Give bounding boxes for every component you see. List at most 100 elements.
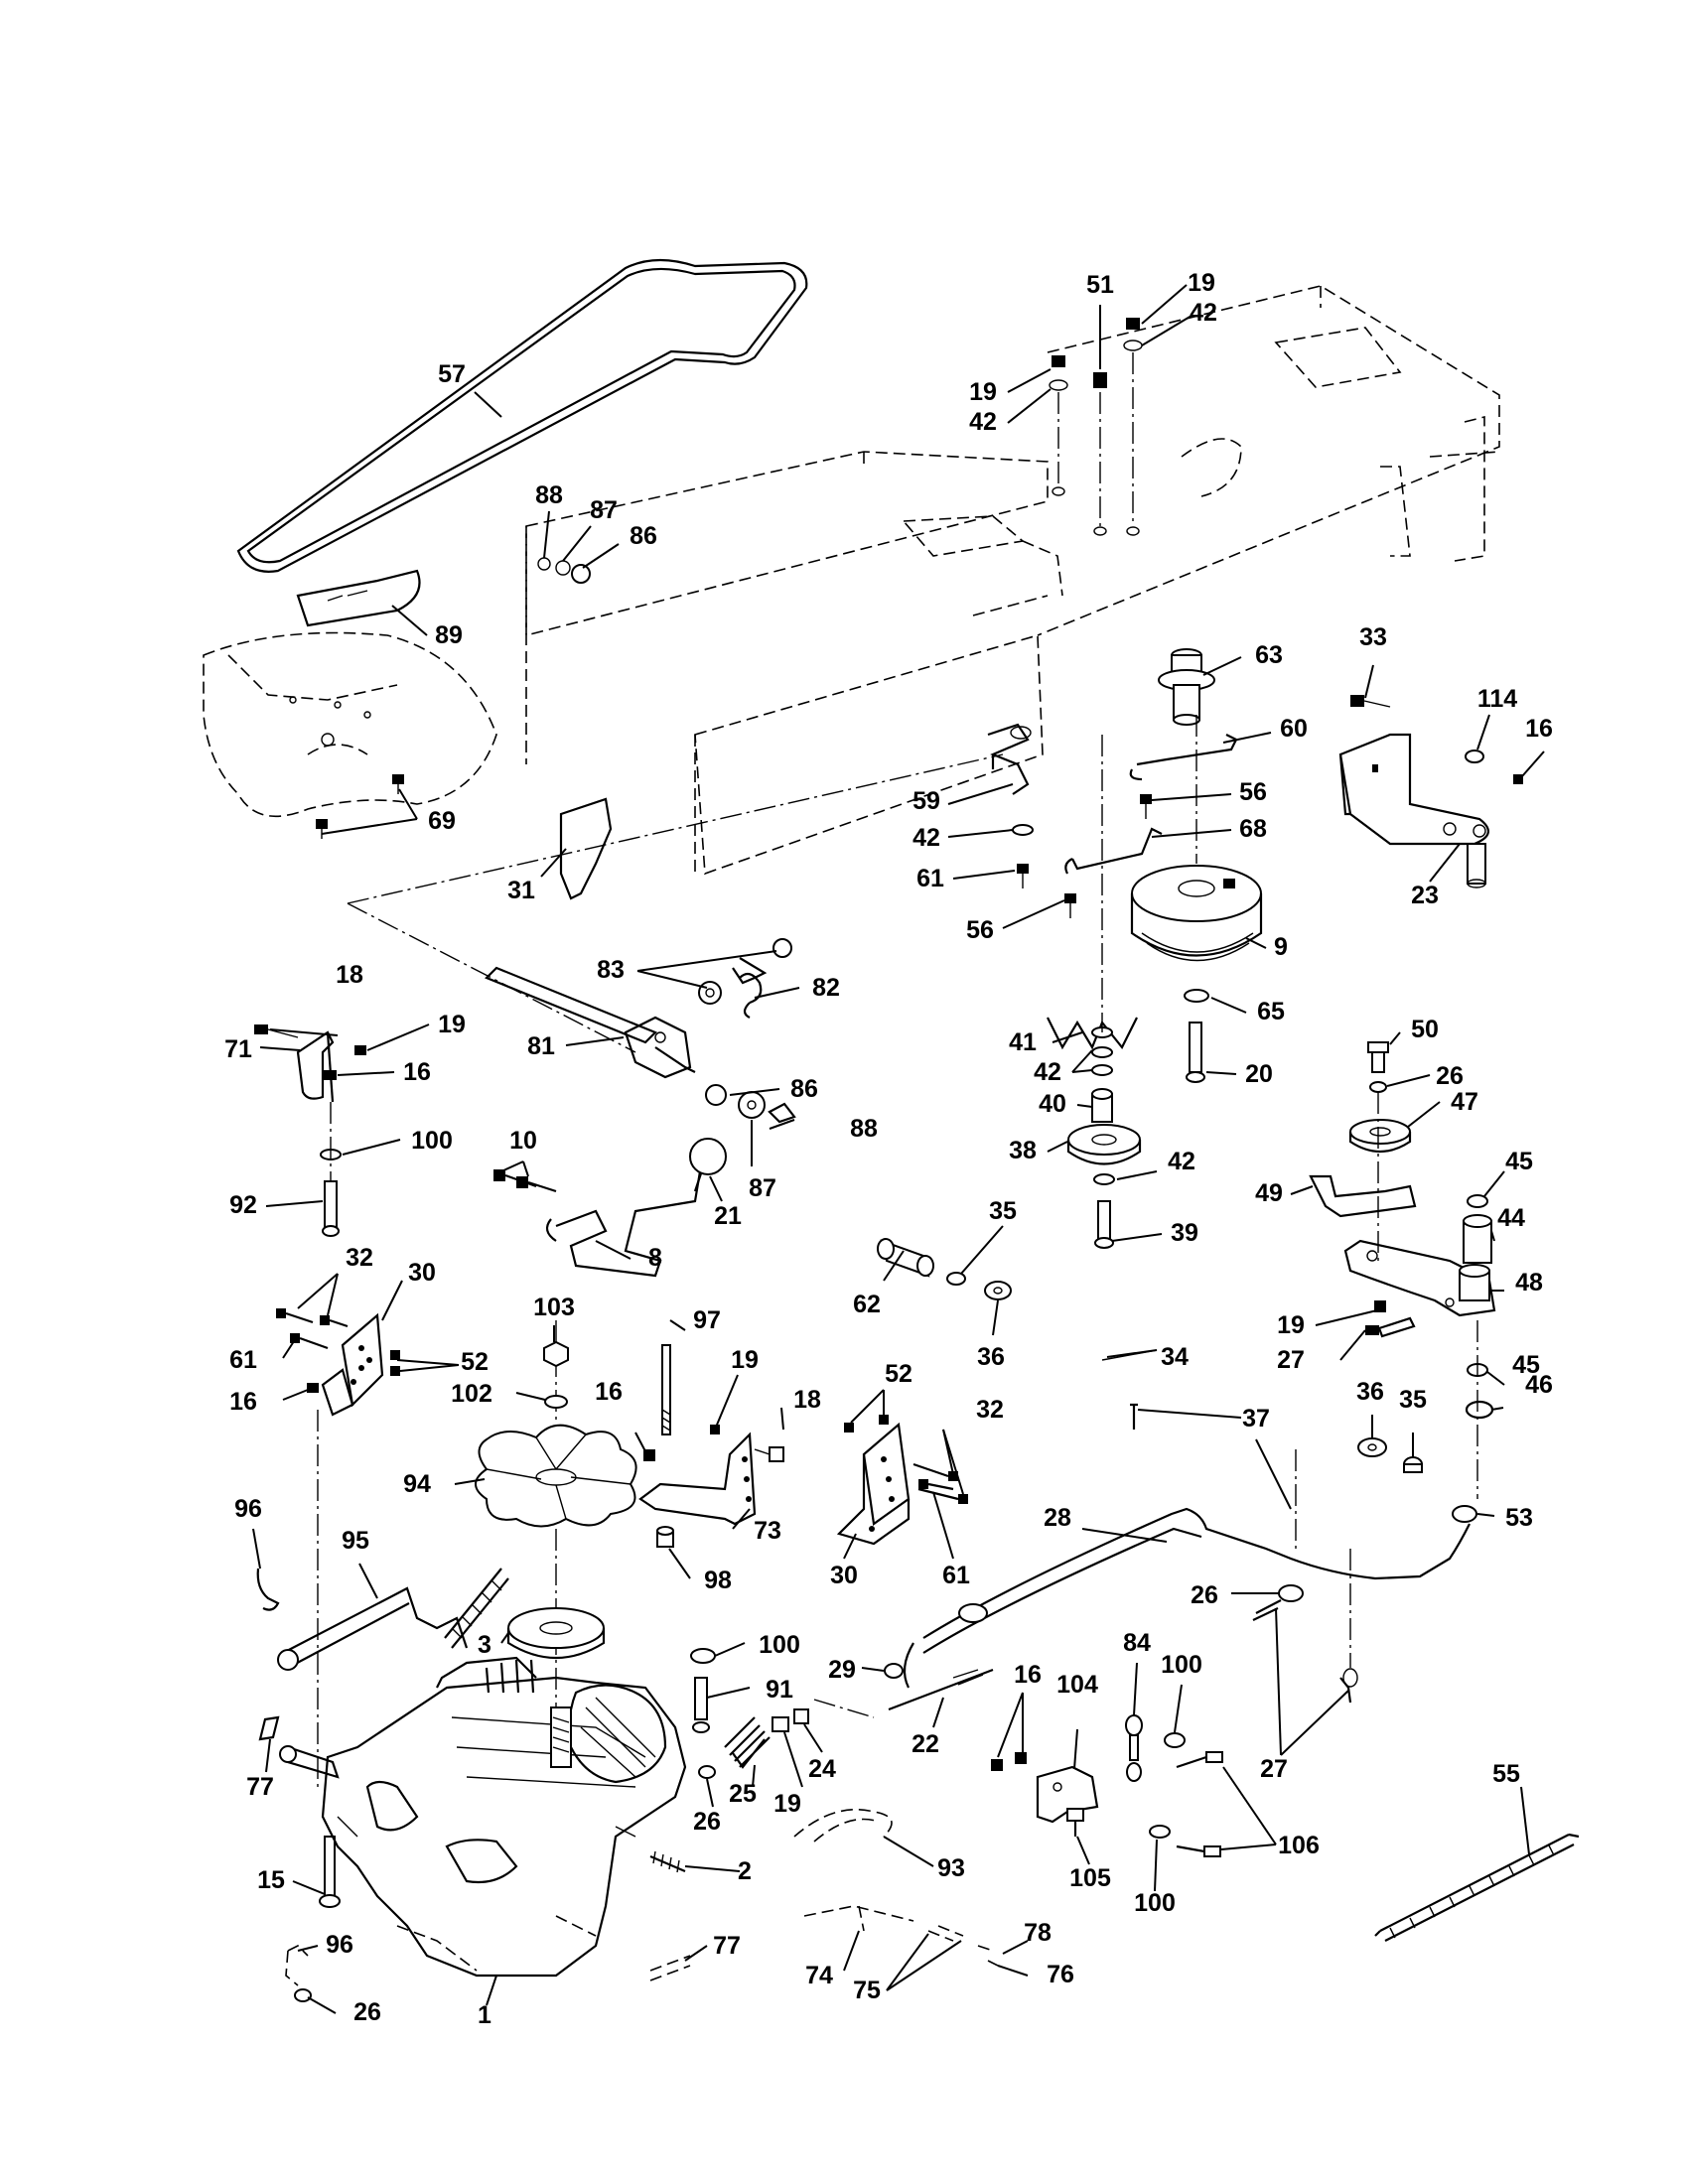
callout-26: 26 xyxy=(693,1808,721,1836)
part-26-washer xyxy=(1369,1081,1387,1093)
part-93-hose xyxy=(793,1809,893,1843)
callout-93: 93 xyxy=(937,1854,965,1882)
part-74-pedal-rod xyxy=(803,1905,914,1932)
callout-38: 38 xyxy=(1009,1137,1037,1164)
callout-53: 53 xyxy=(1505,1504,1533,1532)
part-78-76-hardware xyxy=(977,1945,999,1967)
callout-77: 77 xyxy=(246,1773,274,1801)
callout-56: 56 xyxy=(966,916,994,944)
callout-36: 36 xyxy=(977,1343,1005,1371)
callout-42: 42 xyxy=(1190,299,1217,327)
callout-98: 98 xyxy=(704,1567,732,1594)
part-100-washer-right xyxy=(1164,1732,1186,1748)
callout-27: 27 xyxy=(1277,1346,1305,1374)
callout-42: 42 xyxy=(969,408,997,436)
part-53-bushing xyxy=(1452,1505,1477,1523)
part-25-spring xyxy=(724,1716,771,1769)
bolt-92 xyxy=(322,1180,340,1237)
part-10-bolts xyxy=(493,1169,557,1193)
callout-74: 74 xyxy=(805,1962,833,1989)
callout-45: 45 xyxy=(1512,1351,1540,1379)
callout-30: 30 xyxy=(408,1259,436,1287)
washer-114 xyxy=(1465,750,1484,763)
callout-15: 15 xyxy=(257,1866,285,1894)
nut-16-left xyxy=(307,1383,319,1393)
callout-44: 44 xyxy=(1497,1204,1525,1232)
callout-87: 87 xyxy=(749,1174,776,1202)
part-16-nuts-104 xyxy=(991,1752,1027,1771)
part-59-spring-bracket xyxy=(987,723,1032,795)
part-30-bracket-left xyxy=(321,1312,384,1417)
part-37-pin xyxy=(1130,1403,1138,1430)
part-47-pulley xyxy=(1348,1119,1412,1153)
part-15-bolt xyxy=(319,1836,341,1908)
callout-19: 19 xyxy=(1277,1311,1305,1339)
callout-49: 49 xyxy=(1255,1179,1283,1207)
callout-103: 103 xyxy=(533,1294,575,1321)
callout-45: 45 xyxy=(1505,1148,1533,1175)
centerline-diag xyxy=(347,902,636,1053)
washer-42-left xyxy=(1012,824,1034,888)
callout-96: 96 xyxy=(326,1931,353,1959)
part-102-washer xyxy=(544,1395,568,1409)
part-44-spacer xyxy=(1463,1214,1492,1264)
callout-57: 57 xyxy=(438,360,466,388)
part-9-electric-clutch xyxy=(1130,865,1263,962)
callout-19: 19 xyxy=(731,1346,759,1374)
callout-41: 41 xyxy=(1009,1028,1037,1056)
callout-50: 50 xyxy=(1411,1016,1439,1043)
callout-16: 16 xyxy=(229,1388,257,1416)
nut-16 xyxy=(1513,774,1523,784)
part-2-spring xyxy=(649,1850,686,1873)
part-24-nut xyxy=(793,1708,809,1724)
part-95-lever xyxy=(277,1568,509,1671)
centerline-main xyxy=(347,753,1004,904)
part-1-transaxle xyxy=(279,1656,687,1978)
callout-73: 73 xyxy=(754,1517,781,1545)
part-69-bolts xyxy=(316,774,404,839)
callout-16: 16 xyxy=(1525,715,1553,743)
callout-77: 77 xyxy=(713,1932,741,1960)
hardware-65-20 xyxy=(1184,989,1209,1083)
part-50-bolt xyxy=(1367,1041,1389,1073)
part-77-pin-upper xyxy=(258,1715,280,1741)
callout-100: 100 xyxy=(411,1127,453,1155)
callout-40: 40 xyxy=(1039,1090,1066,1118)
callout-29: 29 xyxy=(828,1656,856,1684)
callout-89: 89 xyxy=(435,621,463,649)
part-36-washer xyxy=(984,1281,1012,1300)
callout-61: 61 xyxy=(916,865,944,892)
part-52-nuts-right xyxy=(844,1415,889,1433)
callout-1: 1 xyxy=(478,2001,491,2029)
part-75-bushings xyxy=(927,1925,964,1942)
callout-20: 20 xyxy=(1245,1060,1273,1088)
callout-16: 16 xyxy=(1014,1661,1042,1689)
callout-31: 31 xyxy=(507,877,535,904)
callout-86: 86 xyxy=(790,1075,818,1103)
part-94-fan xyxy=(475,1424,637,1528)
part-57-drive-belt xyxy=(236,258,808,573)
part-84-link xyxy=(1125,1714,1143,1782)
part-26-pin-right xyxy=(1252,1584,1304,1621)
part-31-plate xyxy=(559,797,613,900)
callout-61: 61 xyxy=(942,1562,970,1589)
callout-18: 18 xyxy=(793,1386,821,1414)
top-bolts xyxy=(1049,318,1143,536)
bolt-33 xyxy=(1350,695,1391,708)
part-36-washer-right xyxy=(1357,1437,1387,1457)
callout-59: 59 xyxy=(912,787,940,815)
part-32-bolts-right xyxy=(912,1462,968,1504)
callout-86: 86 xyxy=(630,522,657,550)
callout-3: 3 xyxy=(478,1631,491,1659)
bolt-27-48 xyxy=(1365,1316,1416,1338)
callout-23: 23 xyxy=(1411,882,1439,909)
callout-26: 26 xyxy=(353,1998,381,2026)
callout-60: 60 xyxy=(1280,715,1308,743)
part-96-clip-top xyxy=(256,1568,280,1611)
centerline-spindle xyxy=(1101,715,1197,1032)
callout-88: 88 xyxy=(535,481,563,509)
callout-21: 21 xyxy=(714,1202,742,1230)
callout-78: 78 xyxy=(1024,1919,1052,1947)
part-3-pulley xyxy=(506,1607,606,1659)
